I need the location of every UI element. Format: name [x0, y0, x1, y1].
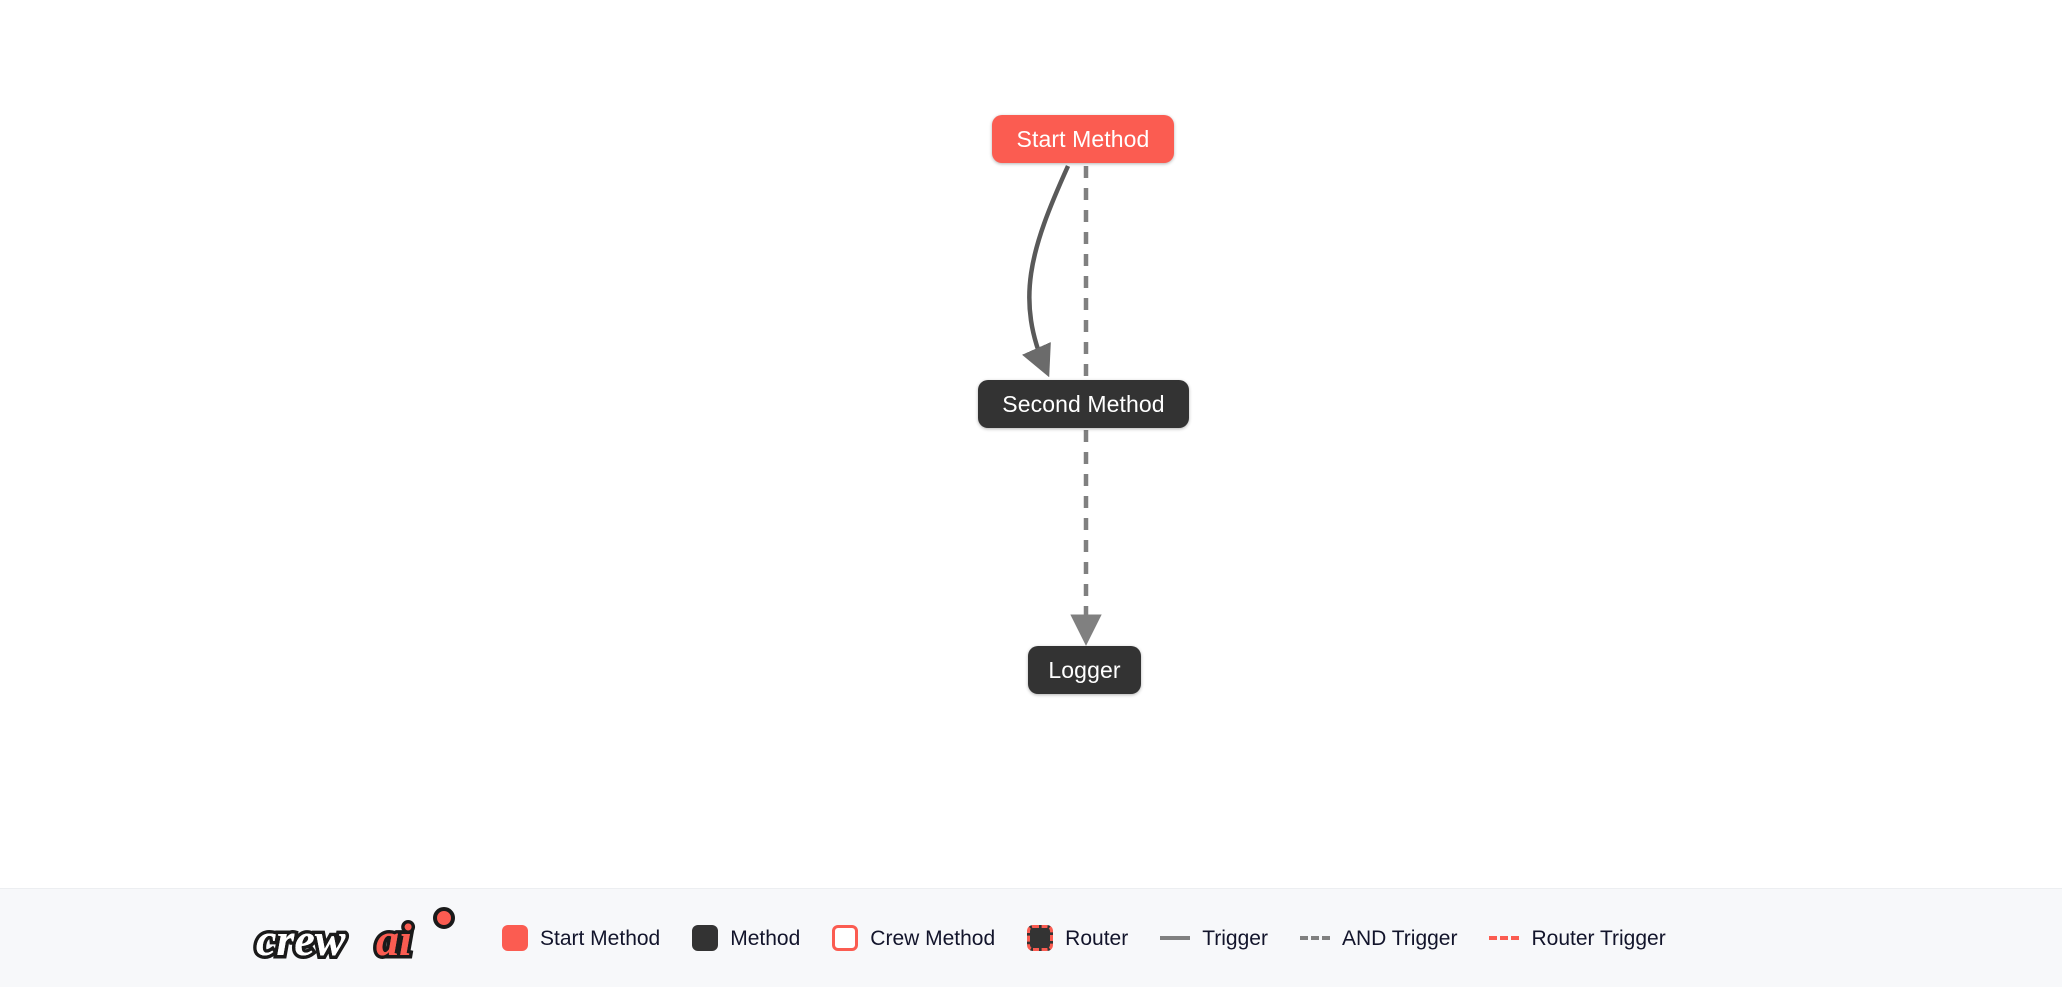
and-trigger-line-icon	[1299, 936, 1330, 940]
legend-item-label: Router Trigger	[1531, 926, 1666, 950]
edge-trigger-start-to-second	[1022, 165, 1071, 378]
flow-node-logger[interactable]: Logger	[1028, 646, 1141, 694]
logo-text-crew: crew	[256, 914, 346, 965]
flow-canvas[interactable]: Start Method Second Method Logger	[0, 0, 2062, 888]
method-swatch-icon	[692, 925, 719, 951]
legend-item-trigger: Trigger	[1160, 928, 1268, 949]
legend-item-and-trigger: AND Trigger	[1299, 926, 1458, 950]
start-method-swatch-icon	[502, 925, 528, 951]
flow-node-label: Second Method	[1002, 390, 1165, 417]
legend-item-label: AND Trigger	[1341, 926, 1458, 950]
legend-item-label: Crew Method	[870, 926, 996, 950]
legend-items: Start Method Method Crew Method Router T…	[502, 925, 1666, 951]
legend-bar: crew crew ai ai Start Method Method Crew…	[0, 888, 2062, 987]
router-trigger-line-icon	[1489, 936, 1520, 940]
legend-item-label: Method	[730, 926, 801, 950]
logo-text-ai-fill: ai	[376, 914, 412, 965]
trigger-line-icon	[1160, 936, 1191, 940]
flow-node-label: Logger	[1048, 656, 1121, 683]
logo-text-ai: ai	[376, 914, 412, 965]
router-swatch-icon	[1027, 925, 1054, 951]
legend-item-router: Router	[1027, 925, 1128, 951]
edge-layer	[1022, 165, 1102, 646]
crewai-logo: crew crew ai ai	[253, 907, 455, 969]
legend-item-crew-method: Crew Method	[832, 925, 995, 951]
logo-dot-icon	[433, 907, 455, 929]
flow-node-label: Start Method	[1016, 125, 1150, 152]
logo-text-crew-fill: crew	[256, 914, 346, 965]
crew-method-swatch-icon	[832, 925, 859, 951]
flow-node-start-method[interactable]: Start Method	[992, 115, 1174, 163]
legend-item-router-trigger: Router Trigger	[1489, 926, 1666, 950]
legend-item-method: Method	[692, 925, 800, 951]
legend-item-label: Router	[1065, 926, 1129, 950]
flow-node-second-method[interactable]: Second Method	[978, 380, 1189, 428]
legend-item-label: Start Method	[540, 926, 661, 950]
legend-item-label: Trigger	[1202, 926, 1268, 950]
legend-item-start-method: Start Method	[502, 925, 660, 951]
